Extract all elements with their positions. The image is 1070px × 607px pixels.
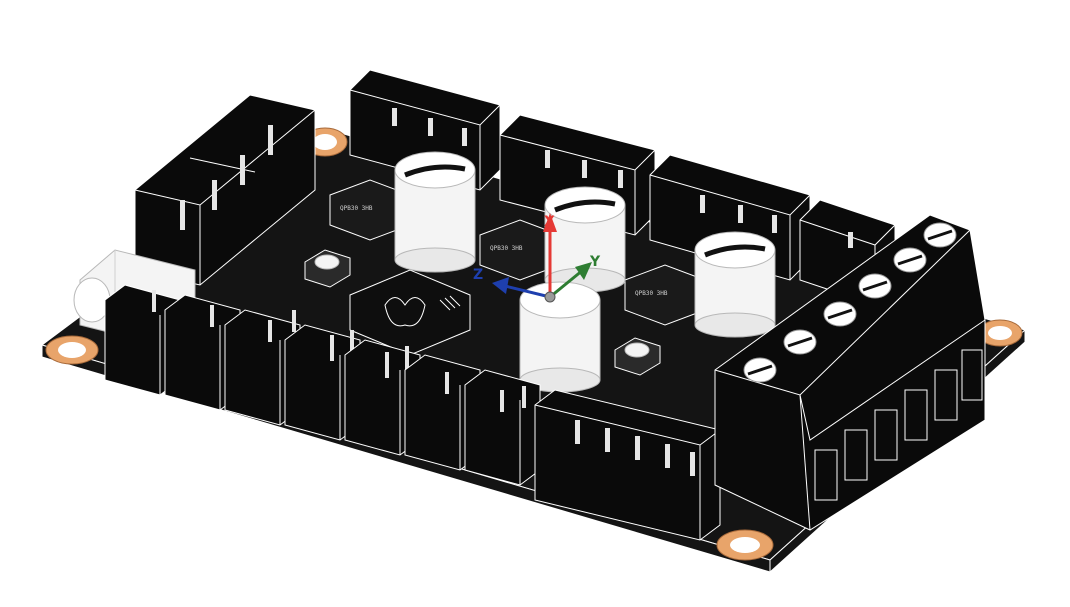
terminal-screw bbox=[783, 329, 817, 355]
chip-marking: QPB30 3HB bbox=[340, 205, 373, 212]
z-axis-arrow: Z bbox=[473, 267, 551, 299]
connector-block bbox=[284, 324, 361, 441]
triad-origin bbox=[544, 291, 556, 303]
terminal-screw bbox=[858, 273, 892, 299]
front-connectors bbox=[104, 284, 721, 541]
push-button bbox=[304, 249, 351, 288]
raspberry-pi-logo bbox=[384, 297, 426, 327]
capacitor bbox=[394, 151, 476, 273]
y-axis-label: Y bbox=[589, 254, 601, 270]
push-buttons bbox=[304, 249, 661, 376]
x-axis-arrow: X bbox=[543, 213, 557, 297]
connector-block bbox=[134, 94, 316, 286]
terminal-screw bbox=[923, 222, 957, 248]
push-button bbox=[614, 337, 661, 376]
chip-marking: QPB30 3HB bbox=[490, 245, 523, 252]
y-axis-arrow: Y bbox=[549, 254, 601, 299]
connector-block bbox=[534, 389, 721, 541]
capacitor bbox=[694, 231, 776, 338]
coordinate-triad[interactable]: X Y Z bbox=[473, 213, 601, 303]
terminal-screw bbox=[743, 357, 777, 383]
connector-block bbox=[464, 369, 541, 486]
mounting-hole bbox=[716, 529, 774, 561]
terminal-screws bbox=[743, 222, 957, 383]
terminal-openings bbox=[814, 349, 983, 501]
connector-block bbox=[344, 339, 421, 456]
chip-marking: QPB30 3HB bbox=[635, 290, 668, 297]
z-axis-label: Z bbox=[473, 267, 483, 283]
terminal-screw bbox=[823, 301, 857, 327]
terminal-screw bbox=[893, 247, 927, 273]
driver-chips: QPB30 3HB QPB30 3HB QPB30 3HB bbox=[329, 179, 706, 356]
left-connectors bbox=[134, 94, 316, 286]
capacitors bbox=[394, 151, 776, 393]
x-axis-label: X bbox=[544, 214, 555, 230]
mounting-hole bbox=[45, 335, 99, 365]
connector-block bbox=[224, 309, 301, 426]
mounting-hole bbox=[977, 319, 1023, 347]
capacitor bbox=[544, 186, 626, 293]
screw-terminal-block bbox=[714, 214, 986, 531]
capacitor bbox=[519, 281, 601, 393]
